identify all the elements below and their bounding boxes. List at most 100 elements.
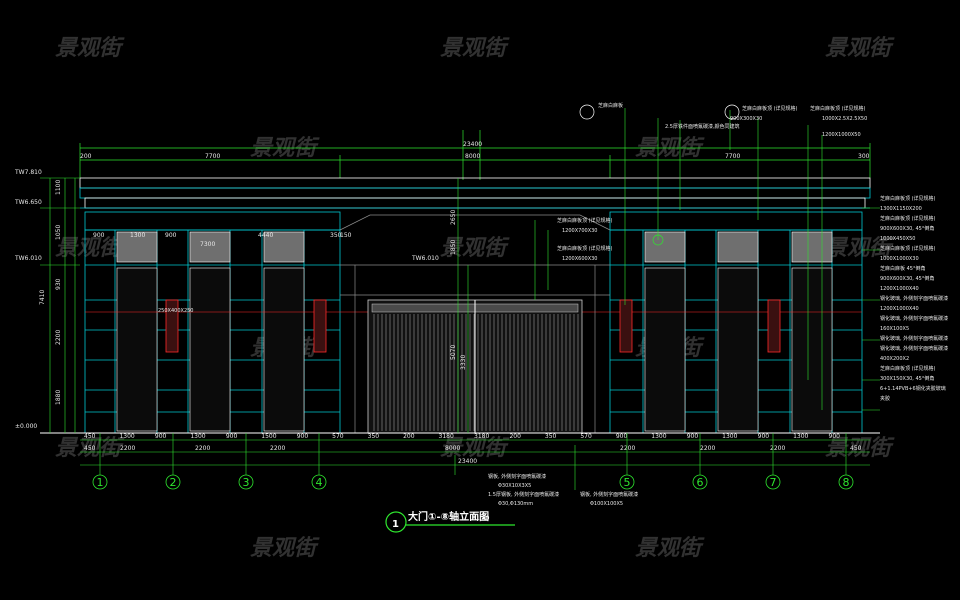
right-note: 1300X1150X200 (880, 206, 922, 212)
watermark-text: 景观街 (635, 136, 705, 161)
note-bottom-2: 1.5厚钢板, 外侧刻字面喷氟碳漆 (488, 491, 559, 498)
right-note: 芝麻白麻板 45°倒角 (880, 265, 925, 272)
right-note: 芝麻白麻板顶 (详见规格) (880, 245, 936, 252)
right-notes-group: 芝麻白麻板顶 (详见规格) 1300X1150X200 芝麻白麻板顶 (详见规格) 9… (880, 195, 948, 402)
main-gate (367, 299, 583, 434)
bottom-dim-row1: 570 (332, 433, 344, 440)
dim-top-1: 7700 (205, 153, 220, 160)
right-note: 160X100X5 (880, 326, 909, 332)
axis-label: 4 (316, 476, 323, 489)
note-bottom-0: 钢板, 外侧刻字面喷氟碳漆 (488, 473, 546, 480)
bottom-dim-row2: 2200 (620, 445, 635, 452)
note-bottom-5: Φ100X100X5 (590, 501, 623, 507)
bottom-dim-row1: 900 (829, 433, 841, 440)
right-note: 钢化玻璃, 外侧刻字面喷氟碳漆 (880, 335, 948, 342)
drawing-title: 1 大门①-⑧轴立面图 1:80 (385, 510, 515, 533)
right-note: 芝麻白麻板顶 (详见规格) (880, 365, 936, 372)
bottom-dim-row1: 1300 (190, 433, 205, 440)
center-dimension-group (457, 178, 469, 433)
bottom-dim-row1: 350 (368, 433, 380, 440)
dim-center-1: 2650 (450, 210, 457, 225)
axis-bubble (238, 474, 254, 490)
bottom-dim-row1: 900 (758, 433, 770, 440)
axis-label: 1 (97, 476, 104, 489)
axis-bubble (165, 474, 181, 490)
col-dim-2: 900 (165, 232, 177, 239)
dim-top-4: 300 (858, 153, 870, 160)
axis-label: 6 (697, 476, 704, 489)
level-tw6650: TW6.650 (14, 199, 42, 206)
dim-left-1: 1100 (55, 180, 62, 195)
right-note: 芝麻白麻板顶 (详见规格) (880, 215, 936, 222)
bottom-dim-row2: 2200 (270, 445, 285, 452)
watermark-text: 景观街 (635, 536, 705, 561)
leader-lines (454, 108, 880, 490)
bottom-dim-row2: 2200 (120, 445, 135, 452)
cornice (79, 177, 871, 231)
axis-label: 2 (170, 476, 177, 489)
detail-marker-icon (724, 104, 740, 120)
right-note: 钢化玻璃, 外侧刻字面喷氟碳漆 (880, 295, 948, 302)
title-scale: 1:80 (476, 515, 490, 522)
col-dim-7: 350 (330, 232, 342, 239)
bottom-dim-row1: 900 (616, 433, 628, 440)
right-note: 6+1.14PVB+6钢化夹胶玻璃 (880, 385, 946, 392)
wall-lamp-icon (619, 299, 633, 353)
wall-lamp-icon (165, 299, 179, 353)
right-note: 钢化玻璃, 外侧刻字面喷氟碳漆 (880, 315, 948, 322)
axis-bubble (692, 474, 708, 490)
right-note: 1000X1000X30 (880, 256, 919, 262)
bottom-dim-row1: 900 (155, 433, 167, 440)
right-note: 900X600X30, 45°倒角 (880, 275, 934, 282)
watermark-text: 景观街 (55, 236, 125, 261)
dim-top-3: 7700 (725, 153, 740, 160)
dim-center-2: 1850 (450, 240, 457, 255)
dim-top-0: 200 (80, 153, 92, 160)
bottom-dim-row1: 570 (580, 433, 592, 440)
lamp-dim: 250X400X250 (158, 308, 193, 314)
level-ground: ±0.000 (15, 423, 37, 430)
right-note: 芝麻白麻板顶 (详见规格) (880, 195, 936, 202)
bottom-dim-row2: 2200 (770, 445, 785, 452)
watermark-text: 景观街 (440, 36, 510, 61)
note-center-2: 芝麻白麻板顶 (详见规格) (557, 245, 613, 252)
axis-bubble (838, 474, 854, 490)
dim-left-2: 1050 (55, 225, 62, 240)
bottom-dim-row1: 900 (226, 433, 238, 440)
right-note: 1000X450X50 (880, 236, 915, 242)
bottom-dim-row2: 2200 (195, 445, 210, 452)
title-number: 1 (392, 519, 399, 530)
bottom-dim-row1: 200 (403, 433, 415, 440)
center-gate-wall (339, 214, 611, 433)
note-bottom-1: Φ30X10X3X5 (498, 483, 531, 489)
right-note: 400X200X2 (880, 356, 909, 362)
level-tw7810: TW7.810 (14, 169, 42, 176)
axis-label: 7 (770, 476, 777, 489)
bottom-dim-row1: 3180 (474, 433, 489, 440)
dim-left-5: 1880 (55, 390, 62, 405)
bottom-dim-row1: 1300 (722, 433, 737, 440)
dim-left-3: 930 (55, 278, 62, 290)
bottom-dim-row2: 2200 (700, 445, 715, 452)
note-center-1: 1200X700X30 (562, 228, 597, 234)
col-dim-1: 1300 (130, 232, 145, 239)
note-top-2: 芝麻白麻板顶 (详见规格) (742, 105, 798, 112)
detail-marker-icon (579, 104, 595, 120)
col-dim-8: 150 (340, 232, 352, 239)
watermark-text: 景观街 (440, 236, 510, 261)
col-dim-5: 7300 (200, 241, 215, 248)
axis-bubble (765, 474, 781, 490)
dim-center-4: 3330 (460, 355, 467, 370)
note-top-7: 1200X1000X50 (822, 132, 861, 138)
note-top-5: 芝麻白麻板顶 (详见规格) (810, 105, 866, 112)
detail-marker-icon (652, 234, 664, 246)
axis-label: 5 (624, 476, 631, 489)
note-center-4: 1200X600X30 (562, 256, 597, 262)
top-dimension-group (79, 130, 871, 180)
note-center-0: 芝麻白麻板顶 (详见规格) (557, 217, 613, 224)
right-top-panels (644, 231, 833, 263)
watermark-text: 景观街 (825, 236, 895, 261)
watermark-text: 景观街 (55, 36, 125, 61)
col-dim-6: 4440 (258, 232, 273, 239)
right-note: 夹胶 (880, 395, 890, 402)
